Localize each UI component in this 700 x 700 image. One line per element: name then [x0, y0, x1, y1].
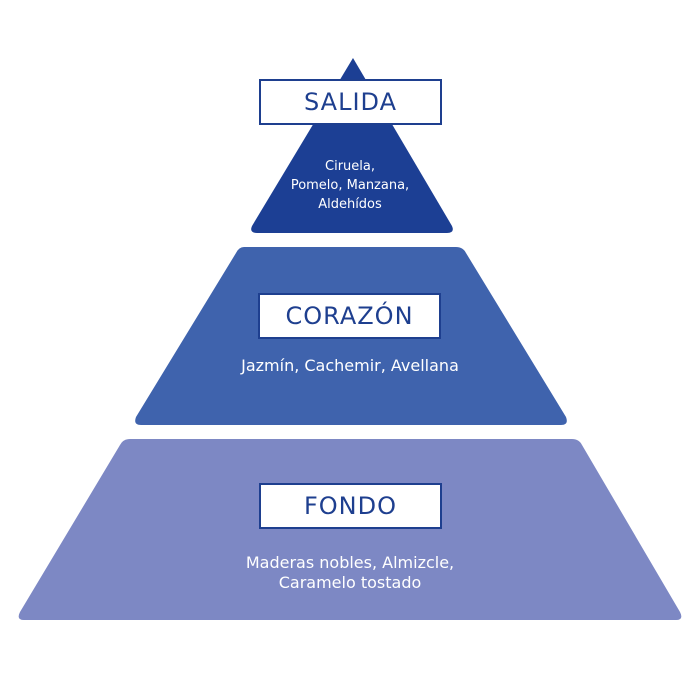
- tier-bottom-notes: Maderas nobles, Almizcle, Caramelo tosta…: [245, 553, 455, 592]
- tier-top-label: SALIDA: [259, 79, 442, 125]
- tier-middle-notes: Jazmín, Cachemir, Avellana: [241, 356, 459, 375]
- tier-bottom-label: FONDO: [259, 483, 442, 529]
- tier-top-shape: [251, 58, 453, 233]
- tier-bottom-shape: [18, 439, 682, 620]
- tier-top-notes: Ciruela, Pomelo, Manzana, Aldehídos: [290, 159, 410, 212]
- tier-middle-label: CORAZÓN: [258, 293, 441, 339]
